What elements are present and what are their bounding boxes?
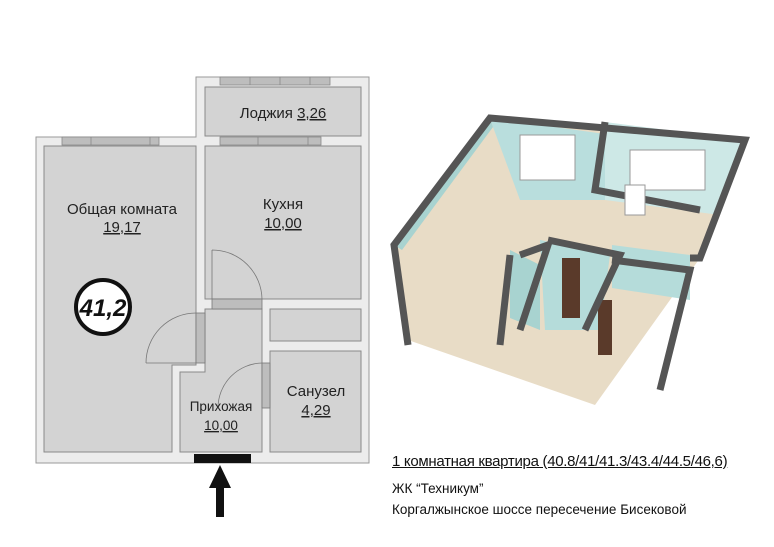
- address: Коргалжынское шоссе пересечение Бисеково…: [392, 502, 687, 517]
- room-area-living: 19,17: [103, 219, 141, 236]
- room-name-hallway: Прихожая: [190, 399, 253, 414]
- entrance-door: [194, 454, 251, 463]
- room-area-hallway: 10,00: [204, 418, 238, 433]
- room-bathroom: [269, 350, 362, 453]
- doors: [145, 249, 271, 409]
- room-kitchen: [204, 145, 362, 300]
- room-name-kitchen: Кухня: [263, 196, 303, 213]
- entrance-arrow-icon: [209, 465, 231, 517]
- apartment-title: 1 комнатная квартира (40.8/41/41.3/43.4/…: [392, 453, 728, 470]
- total-area: 41,2: [79, 295, 127, 322]
- room-name-living: Общая комната: [67, 201, 178, 218]
- room-label-loggia: Лоджия 3,26: [240, 105, 327, 122]
- 3d-render: [390, 114, 750, 405]
- complex-name: ЖК “Техникум”: [392, 481, 484, 496]
- room-loggia: [204, 86, 362, 137]
- room-area-bathroom: 4,29: [301, 402, 330, 419]
- room-area-kitchen: 10,00: [264, 215, 302, 232]
- room-storage: [269, 308, 362, 342]
- room-name-bathroom: Санузел: [287, 383, 345, 400]
- windows: [61, 76, 331, 146]
- total-area-badge: [74, 278, 132, 336]
